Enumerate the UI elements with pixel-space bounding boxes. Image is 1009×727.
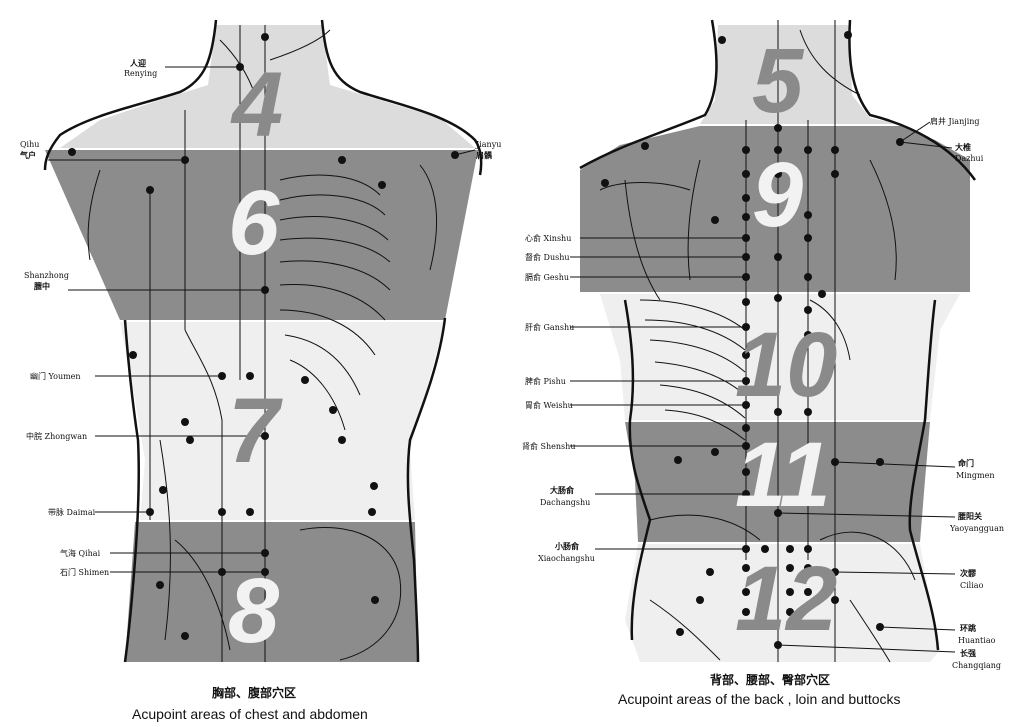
front-label-shimen: 石门 Shimen xyxy=(60,567,109,577)
back-label-huantiao-en: Huantiao xyxy=(958,636,996,645)
back-label-yaoyangguan-en: Yaoyangguan xyxy=(949,524,1004,533)
back-label-pishu: 脾俞 Pishu xyxy=(525,376,566,386)
back-label-yaoyangguan-cn: 腰阳关 xyxy=(957,511,982,521)
back-label-changqiang-cn: 长强 xyxy=(960,648,976,658)
back-zone-10-number: 10 xyxy=(735,314,837,416)
front-label-qihai: 气海 Qihai xyxy=(60,548,101,558)
back-zone-11-number: 11 xyxy=(735,424,831,526)
front-zone-7-number: 7 xyxy=(228,380,283,482)
front-zone-7-band xyxy=(120,322,445,520)
back-caption-cn: 背部、腰部、臀部穴区 xyxy=(710,672,830,687)
front-zone-4-number: 4 xyxy=(230,54,283,156)
front-zone-8-number: 8 xyxy=(228,560,280,662)
back-label-ciliao-cn: 次髎 xyxy=(960,568,977,578)
front-label-youmen: 幽门 Youmen xyxy=(30,371,81,381)
back-label-xinshu: 心俞 Xinshu xyxy=(525,233,571,243)
front-label-zhongwan: 中脘 Zhongwan xyxy=(26,431,87,441)
back-label-jianjing: 肩井 Jianjing xyxy=(930,116,980,126)
front-caption-cn: 胸部、腹部穴区 xyxy=(212,685,296,700)
back-label-dachangshu-en: Dachangshu xyxy=(540,498,590,507)
front-torso: 4 6 7 8 人迎 Renying Qihu 气户 Jianyu 肩髃 Sha… xyxy=(19,20,501,722)
front-label-qihu-en: Qihu xyxy=(20,140,39,149)
front-zone-6-number: 6 xyxy=(228,172,280,274)
back-label-mingmen-cn: 命门 xyxy=(957,458,974,468)
back-label-huantiao-cn: 环跳 xyxy=(960,623,976,633)
back-label-dachangshu-cn: 大肠俞 xyxy=(550,485,575,495)
back-zone-12-number: 12 xyxy=(735,548,837,650)
back-zone-5-number: 5 xyxy=(752,30,805,132)
back-label-changqiang-en: Changqiang xyxy=(952,661,1001,670)
back-label-dazhui-cn: 大椎 xyxy=(955,142,971,152)
back-label-ganshu: 肝俞 Ganshu xyxy=(525,322,574,332)
front-label-shanzhong-cn: 膻中 xyxy=(34,281,50,291)
front-label-jianyu-cn: 肩髃 xyxy=(476,150,492,160)
front-label-shanzhong-en: Shanzhong xyxy=(24,271,69,280)
front-label-daimai: 带脉 Daimai xyxy=(48,507,96,517)
front-label-renying-cn: 人迎 xyxy=(130,58,146,68)
back-label-xiaochangshu-en: Xiaochangshu xyxy=(538,554,595,563)
front-caption-en: Acupoint areas of chest and abdomen xyxy=(132,706,368,722)
back-label-dazhui-en: Dazhui xyxy=(955,154,984,163)
back-label-weishu: 胃俞 Weishu xyxy=(525,400,573,410)
back-label-shenshu: 肾俞 Shenshu xyxy=(522,441,575,451)
back-label-geshu: 膈俞 Geshu xyxy=(525,272,569,282)
front-label-qihu-cn: 气户 xyxy=(19,150,36,160)
front-label-renying-en: Renying xyxy=(124,69,157,78)
back-caption-en: Acupoint areas of the back , loin and bu… xyxy=(618,691,901,707)
back-label-ciliao-en: Ciliao xyxy=(960,581,984,590)
back-label-mingmen-en: Mingmen xyxy=(956,471,995,480)
back-label-dushu: 督俞 Dushu xyxy=(525,252,570,262)
front-label-jianyu-en: Jianyu xyxy=(475,140,501,149)
back-label-xiaochangshu-cn: 小肠俞 xyxy=(554,541,580,551)
back-torso: 5 9 10 11 12 肩井 Jianjing 大椎 Dazhui 心俞 Xi… xyxy=(522,20,1004,707)
back-zone-9-number: 9 xyxy=(752,144,803,246)
